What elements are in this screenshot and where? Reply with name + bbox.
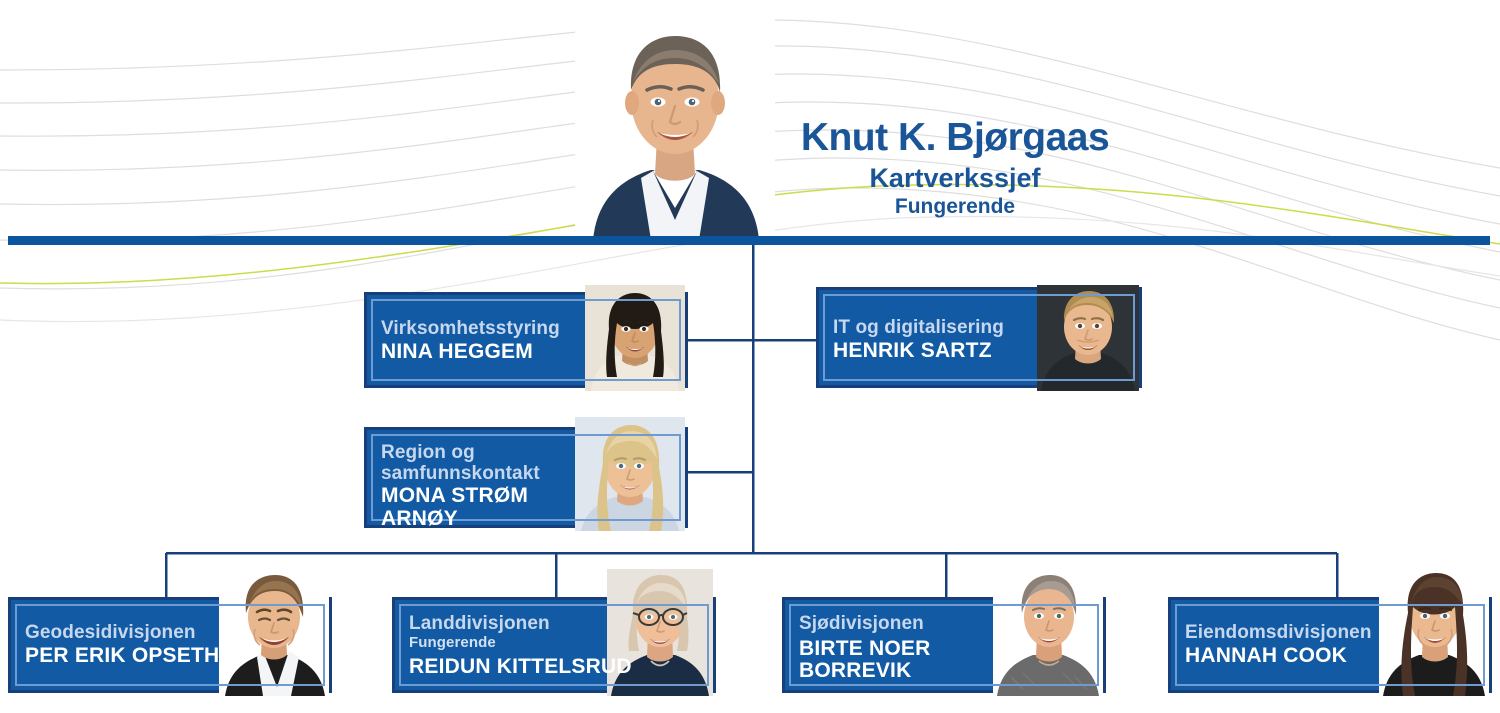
leader-text-block: Knut K. Bjørgaas Kartverkssjef Fungerend…: [780, 118, 1130, 219]
box-text-virksomhetsstyring: Virksomhetsstyring NINA HEGGEM: [381, 318, 560, 363]
photo-nina-heggem: [585, 285, 685, 391]
person-name: NINA HEGGEM: [381, 339, 533, 363]
header-divider-bar: [8, 236, 1490, 245]
unit-sub-label: Fungerende: [409, 633, 496, 651]
box-text-it-og-digitalisering: IT og digitalisering HENRIK SARTZ: [833, 317, 1004, 362]
person-name: BIRTE NOER: [799, 636, 931, 660]
box-text-eiendomsdivisjonen: Eiendomsdivisjonen HANNAH COOK: [1185, 622, 1372, 667]
unit-label: Sjødivisjonen: [799, 613, 924, 634]
leader-header: Knut K. Bjørgaas Kartverkssjef Fungerend…: [575, 0, 1135, 240]
person-name: HENRIK SARTZ: [833, 338, 992, 362]
unit-label: Region og: [381, 442, 475, 463]
photo-mona-strom-arnoy: [575, 417, 685, 531]
photo-birte-noer-borrevik: [993, 565, 1103, 696]
org-box-eiendomsdivisjonen[interactable]: Eiendomsdivisjonen HANNAH COOK: [1168, 565, 1492, 696]
person-name: MONA STRØM: [381, 484, 529, 508]
portrait-knut-k-bjorgaas-icon: [575, 8, 775, 240]
portrait-birte-noer-borrevik-icon: [993, 565, 1103, 696]
person-name: REIDUN KITTELSRUD: [409, 654, 632, 678]
org-box-region-og-samfunnskontakt[interactable]: Region og samfunnskontakt MONA STRØM ARN…: [364, 417, 688, 531]
person-name-line2: BORREVIK: [799, 659, 912, 683]
box-text-geodesidivisjonen: Geodesidivisjonen PER ERIK OPSETH: [25, 622, 220, 667]
unit-label: Landdivisjonen: [409, 613, 550, 634]
org-box-sjodivisjonen[interactable]: Sjødivisjonen BIRTE NOER BORREVIK: [782, 565, 1106, 696]
portrait-hannah-cook-icon: [1379, 565, 1489, 696]
leader-photo: [575, 8, 775, 240]
box-text-sjodivisjonen: Sjødivisjonen BIRTE NOER BORREVIK: [799, 613, 931, 683]
org-box-it-og-digitalisering[interactable]: IT og digitalisering HENRIK SARTZ: [816, 285, 1142, 391]
unit-label: IT og digitalisering: [833, 317, 1004, 338]
org-box-landdivisjonen[interactable]: Landdivisjonen Fungerende REIDUN KITTELS…: [392, 569, 716, 696]
unit-label: Geodesidivisjonen: [25, 622, 196, 643]
leader-sub-label: Fungerende: [894, 195, 1016, 219]
leader-name: Knut K. Bjørgaas: [800, 116, 1110, 159]
portrait-per-erik-opseth-icon: [219, 569, 329, 696]
unit-label: Eiendomsdivisjonen: [1185, 622, 1372, 643]
unit-label: Virksomhetsstyring: [381, 318, 560, 339]
person-name: HANNAH COOK: [1185, 643, 1348, 667]
photo-henrik-sartz: [1037, 285, 1139, 391]
org-box-geodesidivisjonen[interactable]: Geodesidivisjonen PER ERIK OPSETH: [8, 569, 332, 696]
portrait-nina-heggem-icon: [585, 285, 685, 391]
box-text-landdivisjonen: Landdivisjonen Fungerende REIDUN KITTELS…: [409, 613, 632, 678]
photo-hannah-cook: [1379, 565, 1489, 696]
photo-per-erik-opseth: [219, 569, 329, 696]
box-text-region-og-samfunnskontakt: Region og samfunnskontakt MONA STRØM ARN…: [381, 442, 540, 530]
portrait-henrik-sartz-icon: [1037, 285, 1139, 391]
org-box-virksomhetsstyring[interactable]: Virksomhetsstyring NINA HEGGEM: [364, 285, 688, 391]
person-name-line2: ARNØY: [381, 506, 458, 530]
person-name: PER ERIK OPSETH: [25, 643, 220, 667]
unit-label-line2: samfunnskontakt: [381, 462, 540, 484]
leader-role: Kartverkssjef: [869, 163, 1041, 193]
portrait-mona-strom-arnoy-icon: [575, 417, 685, 531]
